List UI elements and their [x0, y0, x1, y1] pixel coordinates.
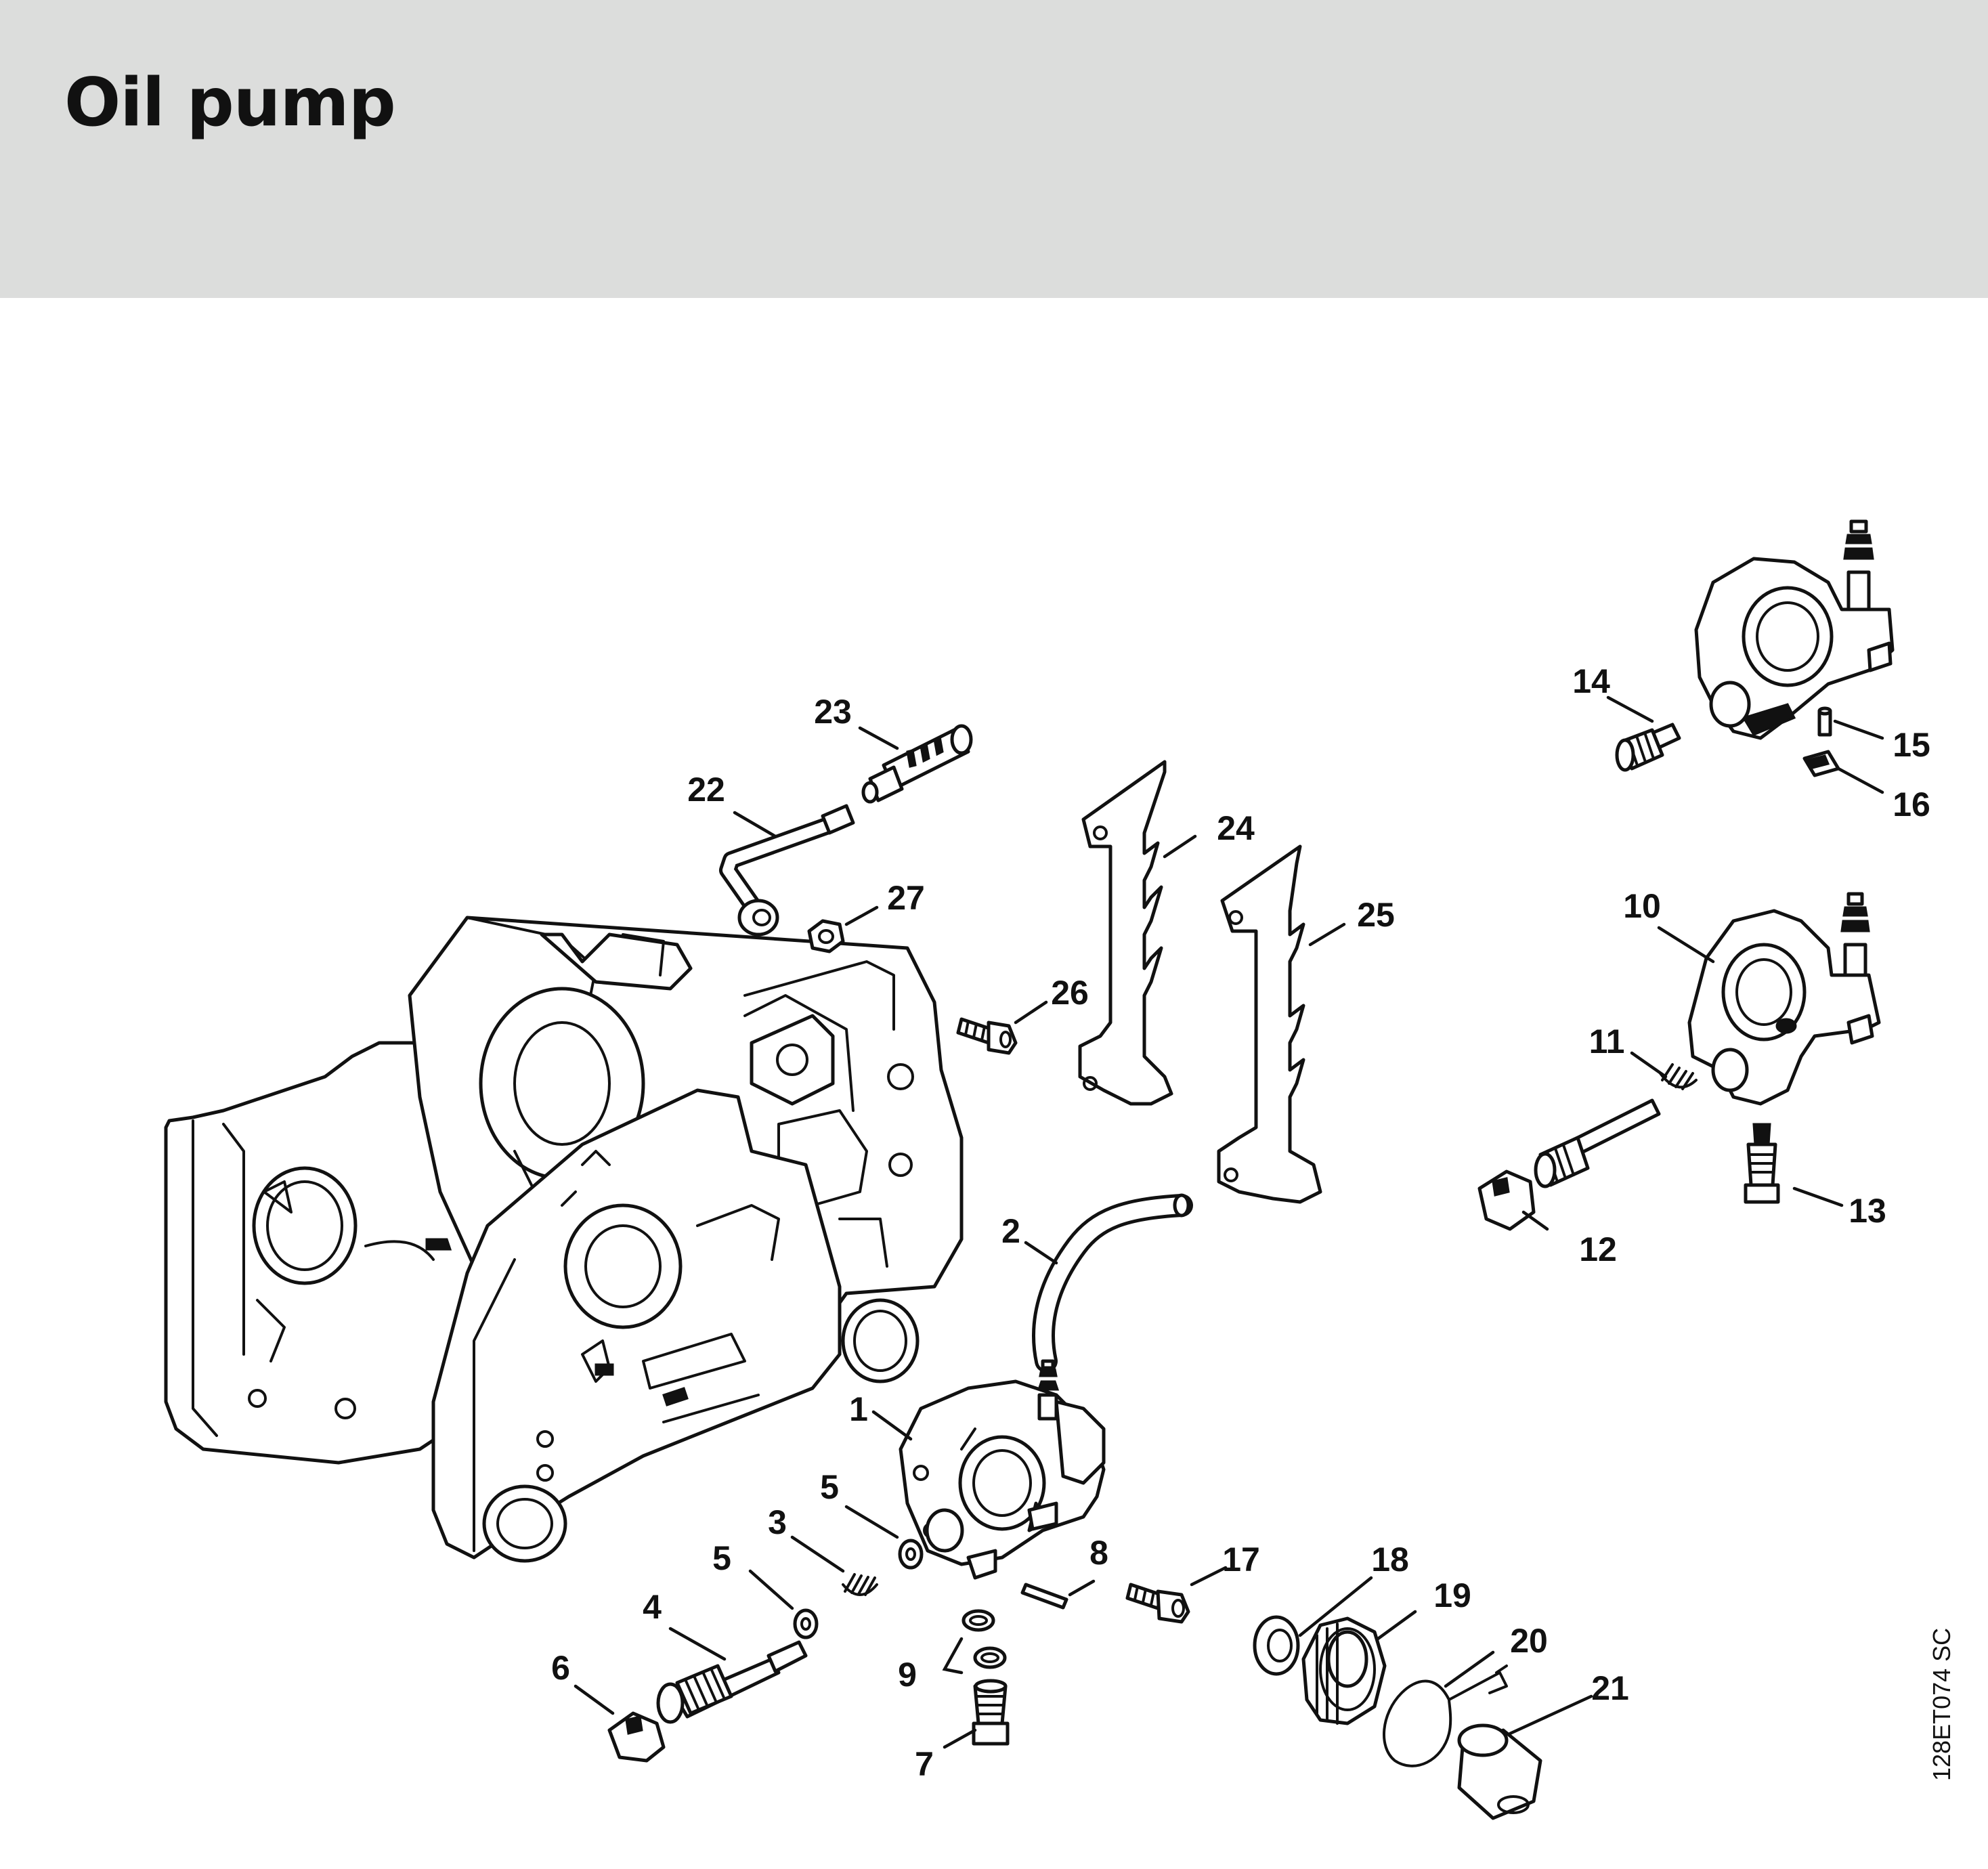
callout-22: 22 — [687, 771, 725, 809]
pin-part-8 — [1020, 1583, 1068, 1610]
oil-pump-variant-part-10 — [1687, 892, 1881, 1106]
callout-1: 1 — [849, 1390, 868, 1428]
screw-part-7 — [972, 1679, 1010, 1746]
washer-part-5b — [793, 1608, 819, 1639]
worm-shaft-part-12 — [1477, 1098, 1661, 1231]
o-rings-part-9 — [942, 1609, 1007, 1675]
spring-part-3 — [842, 1573, 878, 1596]
bumper-spike-part-24 — [1078, 760, 1173, 1106]
callout-26: 26 — [1051, 974, 1089, 1012]
pickup-body-part-23 — [861, 724, 973, 804]
spring-part-11 — [1659, 1063, 1698, 1090]
callout-19: 19 — [1433, 1576, 1471, 1614]
callout-14: 14 — [1572, 662, 1610, 700]
pump-housing-part-14 — [1615, 519, 1895, 772]
worm-shaft-part-4 — [656, 1640, 808, 1724]
callout-15: 15 — [1893, 726, 1930, 764]
callout-27: 27 — [887, 879, 925, 917]
worm-gear-part-19 — [1301, 1616, 1387, 1725]
callout-6: 6 — [551, 1649, 570, 1687]
suction-hose-part-22 — [719, 804, 855, 937]
crankcase-housing — [164, 916, 964, 1563]
callout-18: 18 — [1371, 1541, 1409, 1578]
sleeve-part-21 — [1457, 1723, 1542, 1820]
callout-5a: 5 — [820, 1468, 839, 1506]
screw-part-26 — [956, 1017, 1018, 1055]
oil-pump-body-part-1 — [899, 1359, 1106, 1580]
callout-5b: 5 — [712, 1539, 731, 1577]
callout-17: 17 — [1222, 1541, 1260, 1578]
cap-part-6 — [607, 1711, 666, 1763]
oil-hose-part-2 — [1032, 1193, 1193, 1373]
callout-10: 10 — [1623, 887, 1661, 925]
callout-3: 3 — [768, 1503, 787, 1541]
page-title: Oil pump — [64, 64, 396, 142]
washer-part-18 — [1253, 1615, 1300, 1676]
header-band: Oil pump — [0, 0, 1988, 298]
callout-9: 9 — [898, 1656, 917, 1694]
callout-25: 25 — [1357, 896, 1395, 934]
callout-2: 2 — [1001, 1212, 1020, 1250]
clip-part-16 — [1802, 750, 1840, 777]
callout-21: 21 — [1591, 1669, 1629, 1707]
callout-24: 24 — [1217, 809, 1255, 847]
callout-4: 4 — [643, 1588, 662, 1626]
screw-part-13 — [1744, 1123, 1780, 1204]
screw-part-17 — [1125, 1583, 1190, 1624]
callout-11: 11 — [1589, 1023, 1625, 1060]
callout-13: 13 — [1849, 1192, 1886, 1230]
callout-8: 8 — [1089, 1534, 1108, 1572]
nut-part-27 — [807, 919, 845, 953]
drawing-reference-code: 128ET074 SC — [1928, 1628, 1955, 1781]
callout-16: 16 — [1893, 786, 1930, 823]
callout-labels: 1 2 3 4 5 5 6 7 8 9 10 11 12 13 14 15 16… — [551, 662, 1930, 1783]
callout-12: 12 — [1579, 1230, 1617, 1268]
washer-part-5a — [898, 1539, 924, 1570]
callout-23: 23 — [814, 693, 852, 731]
pin-part-15 — [1817, 706, 1832, 737]
leader-lines — [574, 695, 1884, 1749]
bumper-spike-part-25 — [1217, 844, 1322, 1204]
callout-7: 7 — [915, 1745, 934, 1783]
spring-wire-part-20 — [1383, 1664, 1508, 1767]
callout-20: 20 — [1510, 1622, 1548, 1660]
